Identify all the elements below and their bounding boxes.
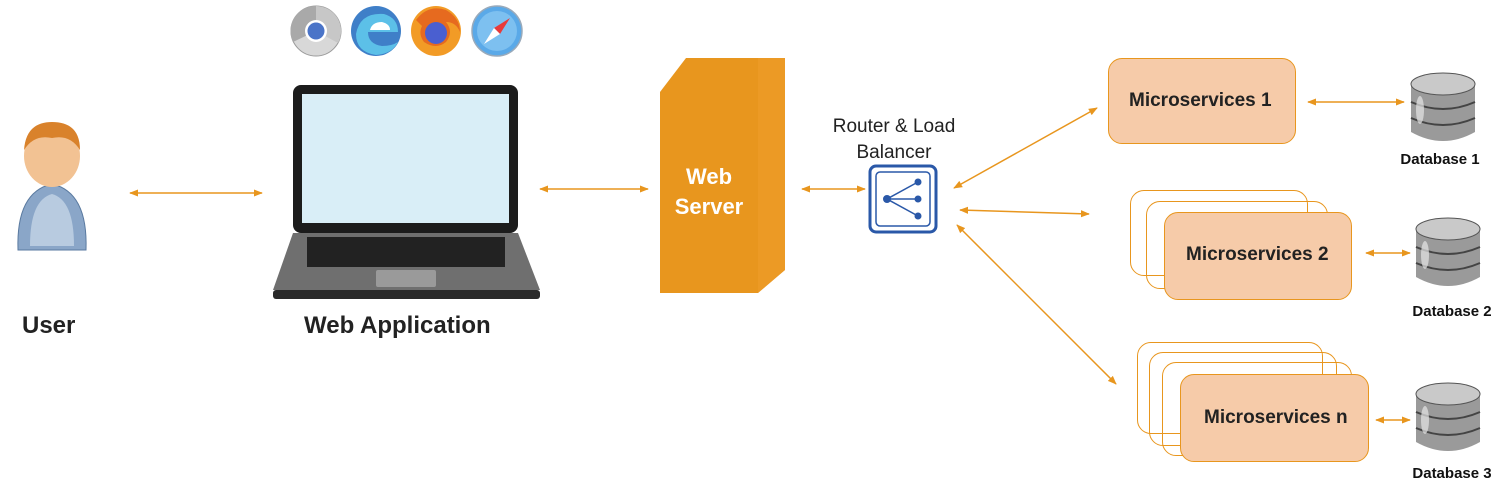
database-icon (1415, 217, 1481, 286)
router-label: Router & Load Balancer (819, 114, 969, 166)
router-line2: Balancer (856, 142, 932, 163)
microservice-label: Microservices n (1204, 407, 1348, 428)
microservice-label: Microservices 2 (1186, 244, 1329, 265)
web-server-line1: Web (685, 164, 733, 189)
database-label: Database 1 (1400, 151, 1480, 168)
arrow-router-ms2 (959, 206, 1090, 218)
laptop-icon (273, 85, 540, 299)
arrow-router-msn (956, 224, 1117, 385)
web-server-line2: Server (674, 194, 744, 219)
edge-icon (351, 6, 401, 56)
user-label: User (22, 312, 76, 339)
web-server-block (660, 58, 785, 293)
microservice-box (1108, 58, 1296, 144)
web-application-label: Web Application (304, 312, 491, 339)
arrow-router-ms1 (953, 107, 1098, 189)
database-icon (1410, 72, 1476, 141)
chrome-icon (290, 5, 342, 57)
load-balancer-icon (868, 164, 938, 234)
microservice-label: Microservices 1 (1129, 90, 1272, 111)
microservice-box (1164, 212, 1352, 300)
microservice-box (1180, 374, 1369, 462)
router-line1: Router & Load (832, 116, 956, 137)
database-label: Database 2 (1412, 303, 1492, 320)
database-label: Database 3 (1412, 465, 1492, 482)
safari-icon (471, 5, 523, 57)
user-avatar-icon (17, 122, 87, 251)
firefox-icon (411, 6, 461, 56)
web-server-label: Web Server (660, 162, 758, 222)
database-icon (1415, 382, 1481, 451)
